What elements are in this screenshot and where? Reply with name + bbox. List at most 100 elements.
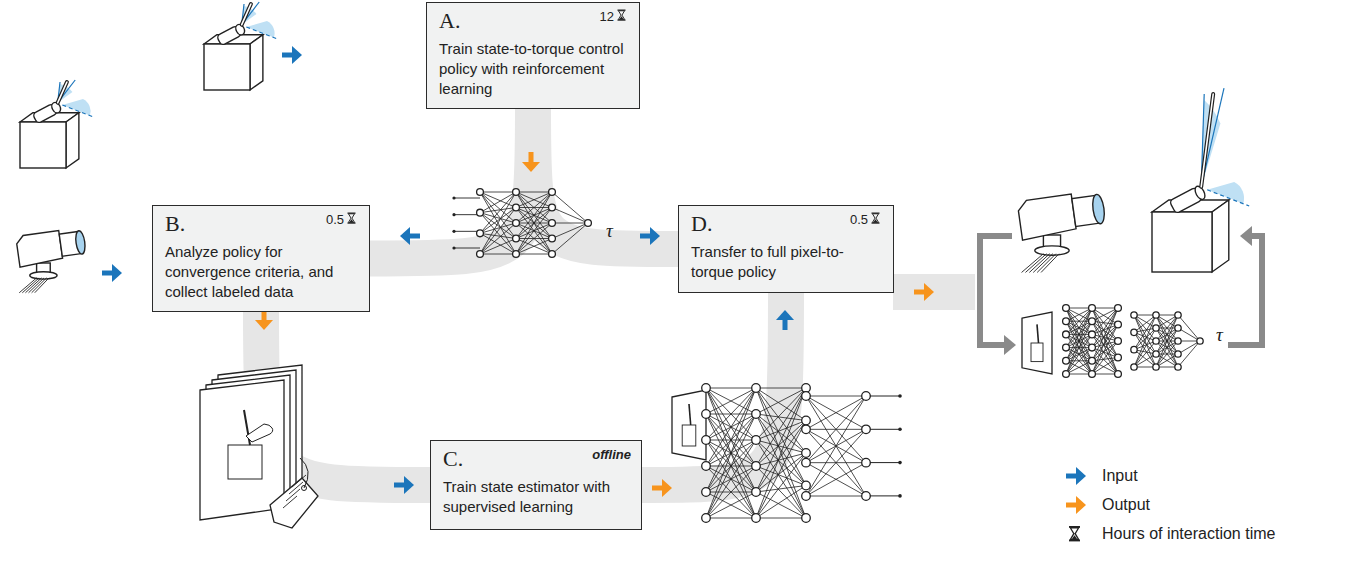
image-sketch [689,404,691,425]
image-stack [200,365,318,528]
interaction-hours: offline [592,447,631,463]
step-description: Train state estimator with supervised le… [443,477,631,517]
hourglass-icon [871,212,883,228]
network-weight [756,388,806,492]
arrow-head [255,320,273,330]
network-weight [756,466,806,518]
network-weight [706,388,756,492]
image-sketch [1037,324,1039,343]
output-line [870,429,900,430]
network-weight [706,388,756,389]
camera-body [1017,194,1076,240]
network-weight [756,421,806,493]
hourglass-icon [347,212,359,228]
network-weight [806,396,866,463]
image-sketch [1031,343,1043,362]
network-neuron [752,514,761,523]
process-box: D.0.5Transfer to full pixel-to-torque po… [678,205,894,293]
network-weight [480,254,516,255]
arrow-shaft [652,486,663,491]
pendulum-rod-highlight [58,82,67,103]
pendulum-rod [58,82,67,103]
input-dot [452,230,455,233]
network-neuron [802,425,811,434]
arrow-head [404,476,414,494]
network-neuron [702,488,711,497]
network-neuron [477,230,484,237]
network-weight [806,396,866,463]
network-weight [480,208,516,255]
network-neuron [1063,344,1070,351]
network-weight [480,192,516,208]
network-weight [480,208,516,234]
network-weight [756,486,806,519]
flow-arrow [640,227,660,245]
network-weight [1066,361,1092,374]
network-weight [756,388,806,440]
neural-network [1063,305,1122,378]
cube-side [66,113,79,168]
network-weight [706,388,756,440]
legend-text: Hours of interaction time [1102,525,1275,543]
network-weight [756,388,806,389]
network-weight [480,233,516,238]
network-weight [806,396,866,496]
network-neuron [1175,325,1181,331]
network-neuron [1153,338,1159,344]
image-frame [1022,312,1052,374]
network-weight [806,429,866,496]
camera-image [1022,312,1052,374]
network-weight [516,223,552,254]
process-box: B.0.5Analyze policy for convergence crit… [152,205,370,312]
network-weight [516,192,552,254]
arrow-shaft [640,234,651,239]
network-weight [516,208,552,255]
legend-entry: Input [1060,466,1138,486]
tripod-leg [35,278,49,293]
network-weight [516,192,552,223]
network-neuron [585,220,592,227]
flow-band [642,293,786,485]
network-weight [1092,325,1118,361]
network-weight [706,388,756,518]
network-weight [756,414,806,486]
arrow-shaft [783,319,788,330]
network-neuron [1153,351,1159,357]
network-weight [756,421,806,519]
flow-arrow [1066,467,1086,485]
arrow-head [522,162,540,172]
network-neuron [1115,338,1122,345]
network-neuron [477,189,484,196]
neural-network [702,384,811,523]
flow-arrow [255,310,273,330]
interaction-hours: 12 [600,9,614,25]
network-weight [706,388,756,466]
flow-arrow [400,227,420,245]
hourglass-icon [617,9,629,25]
flow-arrow [282,46,302,64]
network-weight [706,518,756,519]
cube-front [1152,212,1212,272]
hourglass-sand [874,219,878,222]
network-weight [480,192,516,213]
neural-network [1131,312,1203,370]
hourglass-glass [348,214,354,223]
output-line [870,396,900,397]
network-neuron [1131,346,1137,352]
network-weight [480,192,516,254]
arrow-head [776,310,794,320]
network-weight [480,208,516,213]
network-neuron [1115,371,1122,378]
network-weight [516,192,552,239]
network-weight [806,396,866,429]
tripod-leg [1041,254,1059,273]
network-neuron [1063,357,1070,364]
pendulum-rod [242,4,251,25]
arrow-head [112,264,122,282]
hourglass-sand [1072,535,1077,539]
network-neuron [1063,331,1070,338]
network-weight [706,466,756,518]
step-letter: C. [443,447,463,471]
network-neuron [1153,364,1159,370]
step-letter: A. [439,9,460,33]
